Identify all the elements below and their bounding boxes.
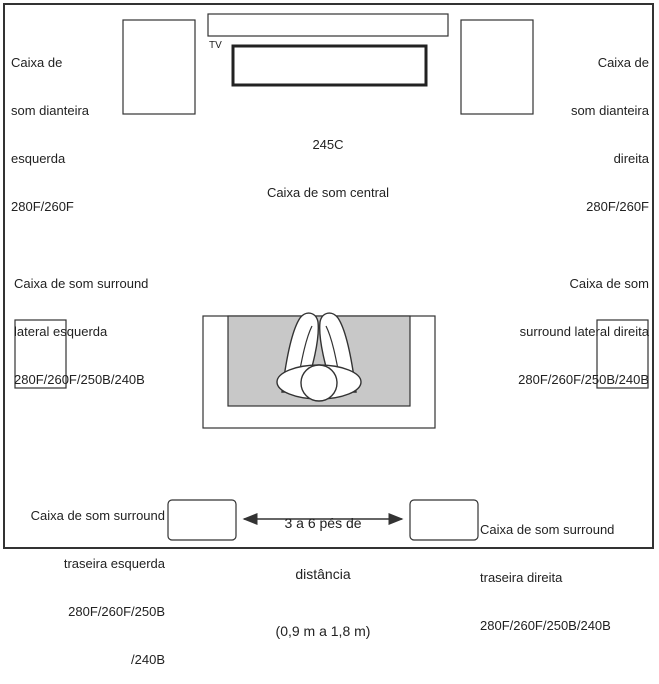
distance-label: 3 a 6 pés de distância (0,9 m a 1,8 m) bbox=[243, 481, 403, 657]
rear-left-line-1: Caixa de som surround bbox=[30, 508, 165, 523]
side-right-line-2: surround lateral direita bbox=[519, 324, 649, 339]
rear-right-label: Caixa de som surround traseira direita 2… bbox=[480, 490, 614, 650]
side-right-line-3: 280F/260F/250B/240B bbox=[518, 372, 649, 387]
side-left-line-3: 280F/260F/250B/240B bbox=[14, 372, 145, 387]
front-left-line-2: som dianteira bbox=[11, 103, 90, 118]
rear-right-line-1: Caixa de som surround bbox=[480, 522, 615, 537]
side-left-label: Caixa de som surround lateral esquerda 2… bbox=[14, 244, 148, 404]
front-left-line-4: 280F/260F bbox=[11, 199, 74, 214]
front-right-line-4: 280F/260F bbox=[586, 199, 649, 214]
side-left-line-2: lateral esquerda bbox=[14, 324, 108, 339]
front-right-label: Caixa de som dianteira direita 280F/260F bbox=[571, 23, 649, 231]
rear-right-line-2: traseira direita bbox=[480, 570, 563, 585]
front-right-speaker bbox=[460, 19, 534, 115]
side-left-line-1: Caixa de som surround bbox=[14, 276, 149, 291]
front-left-line-1: Caixa de bbox=[11, 55, 63, 70]
front-left-speaker bbox=[122, 19, 196, 115]
rear-right-line-3: 280F/260F/250B/240B bbox=[480, 618, 611, 633]
distance-line-3: (0,9 m a 1,8 m) bbox=[275, 623, 371, 639]
rear-left-line-3: 280F/260F/250B bbox=[68, 604, 165, 619]
speaker-layout-diagram bbox=[14, 13, 649, 541]
tv-screen bbox=[231, 44, 428, 87]
side-right-speaker bbox=[596, 319, 649, 389]
distance-line-1: 3 a 6 pés de bbox=[284, 515, 362, 531]
side-right-label: Caixa de som surround lateral direita 28… bbox=[518, 244, 649, 404]
rear-left-line-4: /240B bbox=[131, 652, 165, 667]
side-right-line-1: Caixa de som bbox=[569, 276, 649, 291]
rear-left-label: Caixa de som surround traseira esquerda … bbox=[5, 476, 165, 684]
front-right-line-2: som dianteira bbox=[570, 103, 649, 118]
center-model: 245C bbox=[312, 137, 344, 152]
room-outline bbox=[3, 3, 654, 549]
center-speaker-label: 245C Caixa de som central bbox=[228, 105, 428, 217]
rear-right-speaker bbox=[409, 499, 479, 541]
tv-top-panel bbox=[207, 13, 449, 37]
distance-line-2: distância bbox=[295, 566, 351, 582]
front-left-line-3: esquerda bbox=[11, 151, 66, 166]
rear-left-line-2: traseira esquerda bbox=[63, 556, 165, 571]
front-right-line-1: Caixa de bbox=[597, 55, 649, 70]
center-name: Caixa de som central bbox=[266, 185, 390, 200]
tv-label: TV bbox=[209, 40, 222, 51]
front-right-line-3: direita bbox=[613, 151, 649, 166]
listener-figure bbox=[276, 312, 362, 402]
side-left-speaker bbox=[14, 319, 67, 389]
rear-left-speaker bbox=[167, 499, 237, 541]
front-left-label: Caixa de som dianteira esquerda 280F/260… bbox=[11, 23, 89, 231]
couch-with-listener bbox=[202, 312, 436, 429]
